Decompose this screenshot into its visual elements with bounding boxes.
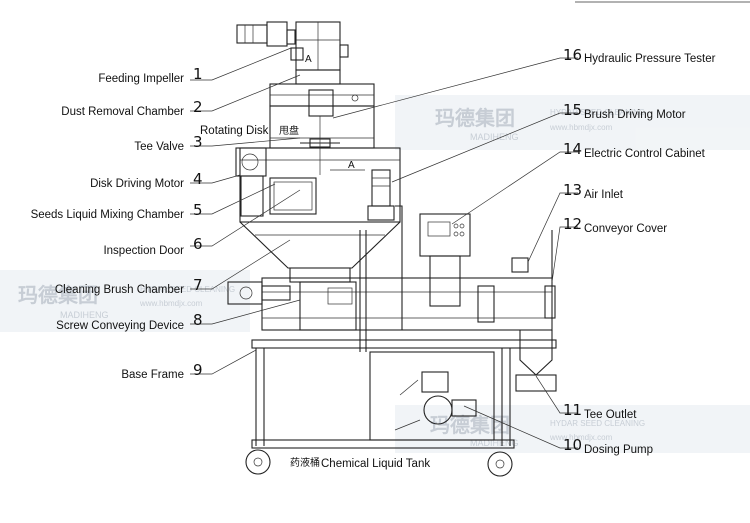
label-number-2: 2 <box>193 98 203 116</box>
label-number-4: 4 <box>193 170 203 188</box>
watermark-brand-en: MADIHENG <box>470 132 519 142</box>
watermark-brand-en: MADIHENG <box>60 310 109 320</box>
watermark-brand-cn: 玛德集团 <box>435 106 515 130</box>
watermark-brand-cn: 玛德集团 <box>18 283 98 307</box>
label-inspection-door: Inspection Door <box>103 245 184 257</box>
label-base-frame: Base Frame <box>121 369 184 381</box>
label-number-12: 12 <box>563 215 582 233</box>
label-number-6: 6 <box>193 235 203 253</box>
label-brush-driving-motor: Brush Driving Motor <box>584 109 686 121</box>
label-chemical-liquid-tank: Chemical Liquid Tank <box>321 458 430 470</box>
label-number-9: 9 <box>193 361 203 379</box>
label-number-3: 3 <box>193 133 203 151</box>
label-electric-control-cabinet: Electric Control Cabinet <box>584 148 706 160</box>
watermark-site: www.hbmdjx.com <box>549 433 613 442</box>
watermark-left: 玛德集团 MADIHENG HYDAR SEED CLEANING www.hb… <box>0 270 250 332</box>
watermark-brand-cn: 玛德集团 <box>430 413 510 437</box>
watermark-company: HYDAR SEED CLEANING <box>140 285 235 294</box>
label-dosing-pump: Dosing Pump <box>584 444 653 456</box>
label-cleaning-brush-chamber: Cleaning Brush Chamber <box>55 284 184 296</box>
label-number-7: 7 <box>193 276 203 294</box>
label-number-11: 11 <box>563 401 582 419</box>
machine-drawing: A A <box>227 21 557 477</box>
label-dust-removal-chamber: Dust Removal Chamber <box>61 106 184 118</box>
leader-lines-left <box>190 47 301 375</box>
label-number-5: 5 <box>193 201 203 219</box>
label-tee-valve: Tee Valve <box>134 141 184 153</box>
watermark-site: www.hbmdjx.com <box>549 123 613 132</box>
label-screw-conveying-device: Screw Conveying Device <box>56 320 184 332</box>
label-air-inlet: Air Inlet <box>584 189 624 201</box>
label-feeding-impeller: Feeding Impeller <box>98 73 184 85</box>
label-number-16: 16 <box>563 46 582 64</box>
watermark-company: HYDAR SEED CLEANING <box>550 108 645 117</box>
label-hydraulic-pressure-tester: Hydraulic Pressure Tester <box>584 53 716 65</box>
label-number-15: 15 <box>563 101 582 119</box>
label-number-1: 1 <box>193 65 203 83</box>
section-a-mid: A <box>348 160 355 171</box>
watermark-company: HYDAR SEED CLEANING <box>550 419 645 428</box>
label-number-8: 8 <box>193 311 203 329</box>
label-disk-driving-motor: Disk Driving Motor <box>90 178 184 190</box>
label-seeds-liquid-mixing-chamber: Seeds Liquid Mixing Chamber <box>31 209 185 221</box>
section-a-top: A <box>305 54 312 65</box>
label-number-14: 14 <box>563 140 582 158</box>
labels-left: Feeding Impeller 1 Dust Removal Chamber … <box>31 65 203 381</box>
labels-right: 16 Hydraulic Pressure Tester 15 Brush Dr… <box>563 46 716 456</box>
label-tee-outlet: Tee Outlet <box>584 409 637 421</box>
label-conveyor-cover: Conveyor Cover <box>584 223 667 235</box>
watermark-top-right: 玛德集团 MADIHENG HYDAR SEED CLEANING www.hb… <box>395 95 750 150</box>
label-rotating-disk: Rotating Disk <box>200 125 269 137</box>
label-rotating-disk-cn: 甩盘 <box>279 124 299 137</box>
label-tank-cn: 药液桶 <box>290 456 320 469</box>
leader-lines-right <box>332 57 578 449</box>
label-number-10: 10 <box>563 436 582 454</box>
watermark-brand-en: MADIHENG <box>470 438 519 448</box>
watermark-site: www.hbmdjx.com <box>139 299 203 308</box>
label-number-13: 13 <box>563 181 582 199</box>
